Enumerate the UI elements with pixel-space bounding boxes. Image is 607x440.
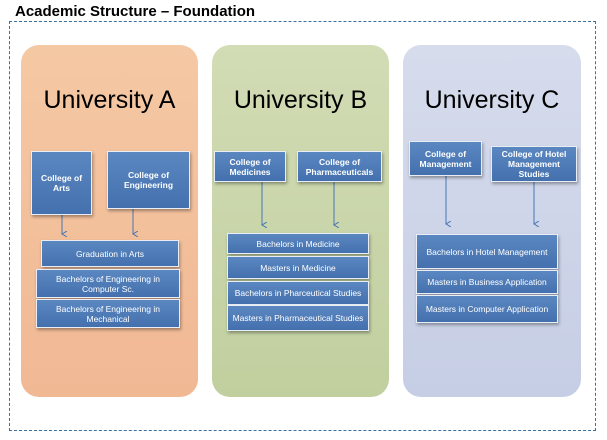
program-bachelors-hotel-management: Bachelors in Hotel Management: [416, 234, 558, 269]
program-masters-medicine: Masters in Medicine: [227, 256, 369, 279]
college-medicines-box: College of Medicines: [214, 151, 286, 182]
program-masters-computer: Masters in Computer Application: [416, 295, 558, 323]
program-bachelors-medicine: Bachelors in Medicine: [227, 233, 369, 254]
university-b-panel: University B: [212, 45, 389, 397]
college-pharmaceuticals-box: College of Pharmaceuticals: [297, 151, 382, 182]
program-masters-pharmaceutical: Masters in Pharmaceutical Studies: [227, 305, 369, 331]
university-c-panel: University C: [403, 45, 581, 397]
university-b-title: University B: [233, 86, 368, 114]
program-bachelors-pharceutical: Bachelors in Pharceutical Studies: [227, 281, 369, 305]
program-be-mechanical: Bachelors of Engineering in Mechanical: [36, 299, 180, 328]
college-management-box: College of Management: [409, 141, 482, 176]
university-a-panel: University A: [21, 45, 198, 397]
program-masters-business: Masters in Business Application: [416, 270, 558, 294]
university-a-title: University A: [43, 86, 176, 114]
program-graduation-arts: Graduation in Arts: [41, 240, 179, 267]
program-be-computer: Bachelors of Engineering in Computer Sc.: [36, 269, 180, 298]
college-hotel-management-box: College of Hotel Management Studies: [491, 146, 577, 182]
university-c-title: University C: [424, 86, 560, 114]
diagram-frame: [9, 21, 596, 431]
page-title: Academic Structure – Foundation: [15, 3, 256, 20]
college-arts-box: College of Arts: [31, 151, 92, 215]
college-engineering-box: College of Engineering: [107, 151, 190, 209]
